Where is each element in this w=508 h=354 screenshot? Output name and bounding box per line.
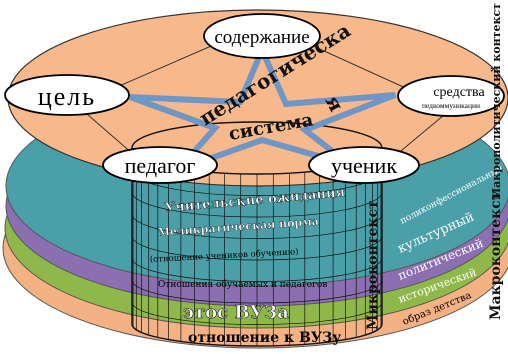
node-student-label: ученик (331, 153, 397, 178)
cyl-layer-3: Отношения обучаемых и педагогов (158, 279, 327, 290)
cylinder-ring (131, 301, 383, 325)
node-student: ученик (308, 146, 420, 184)
micro-context-label: Микроконтекст (365, 200, 381, 330)
cylinder-ring (131, 191, 383, 218)
node-means-sublabel: педкоммуникации (422, 101, 480, 110)
cylinder-grid (131, 148, 383, 346)
node-teacher: педагог (102, 146, 218, 184)
connector-content-means (299, 39, 411, 91)
node-goal: цель (4, 74, 130, 116)
node-means: средства педкоммуникации (397, 75, 505, 117)
cyl-layer-5: отношение к ВУЗу (188, 330, 341, 346)
cylinder-ring (131, 257, 383, 282)
node-means-label: средства (433, 85, 485, 100)
node-means-ellipse (397, 75, 505, 117)
cyl-layer-4: этос ВУЗа (183, 302, 289, 323)
node-content-label: содержание (214, 27, 309, 48)
node-student-ellipse (308, 146, 420, 184)
macro-context-label: Макроконтекст (488, 191, 504, 320)
node-content-ellipse (203, 13, 321, 59)
node-content: содержание (203, 13, 321, 59)
node-goal-ellipse (4, 74, 130, 116)
node-goal-label: цель (38, 82, 96, 111)
star-shape (128, 42, 397, 177)
node-teacher-ellipse (102, 146, 218, 184)
connector-content-goal (109, 39, 226, 91)
cylinder-ring (131, 235, 383, 261)
node-teacher-label: педагог (125, 153, 196, 178)
cylinder-ring (131, 213, 383, 239)
macro-political-context-label: Макрополитический контекст (490, 3, 503, 200)
cylinder-ring (131, 279, 383, 304)
